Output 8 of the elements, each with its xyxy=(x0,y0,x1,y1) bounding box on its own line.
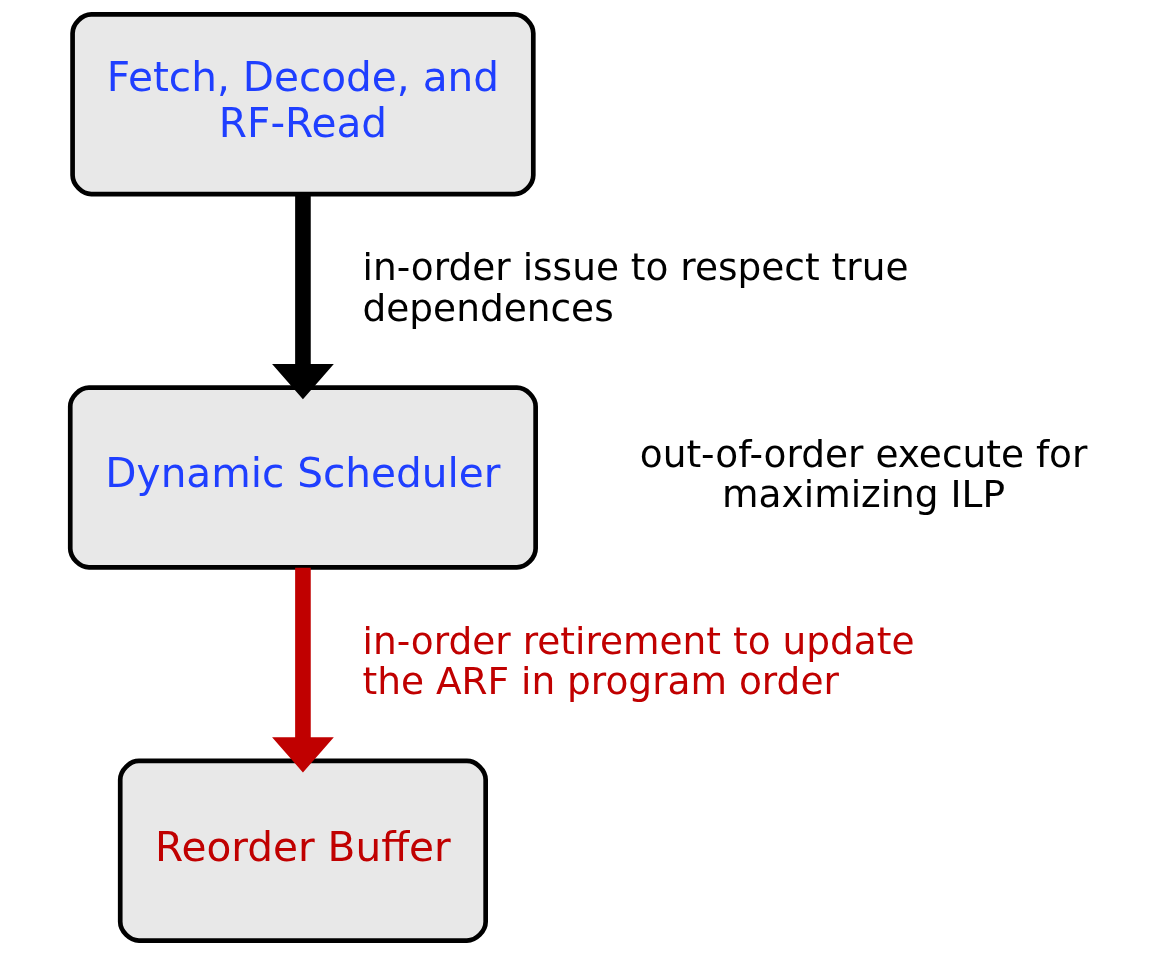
node-box: Fetch, Decode, and RF-Read xyxy=(69,12,536,197)
arrow xyxy=(271,567,334,773)
node-label: out-of-order execute for maximizing ILP xyxy=(639,431,1087,517)
node-box: Reorder Buffer xyxy=(117,758,488,943)
edge-label: in-order issue to respect true dependences xyxy=(361,245,908,330)
node-box: Dynamic Scheduler xyxy=(67,385,538,570)
edge-label: in-order retirement to update the ARF in program order xyxy=(361,618,914,704)
arrow xyxy=(271,194,334,400)
